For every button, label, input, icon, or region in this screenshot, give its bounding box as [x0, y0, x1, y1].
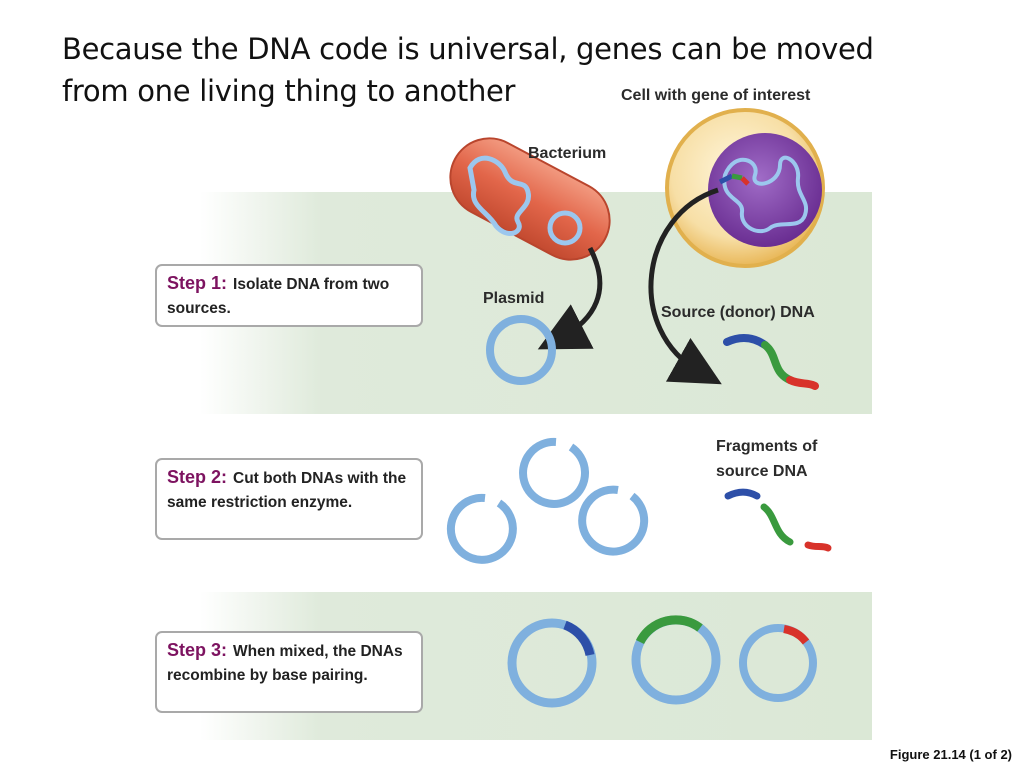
cut-plasmid-1: [519, 437, 589, 508]
plasmid-ring: [486, 315, 556, 385]
step-2-box: Step 2:Cut both DNAs with the same restr…: [155, 458, 423, 540]
figure-caption: Figure 21.14 (1 of 2): [889, 747, 1012, 762]
cell-to-dna-arrow: [648, 187, 722, 385]
slide-title: Because the DNA code is universal, genes…: [62, 28, 902, 112]
fragments-label-line-1: Fragments of: [716, 438, 818, 455]
recombinant-plasmid-red: [739, 624, 817, 702]
donor-cell-icon: [665, 108, 825, 268]
title-line-2: from one living thing to another: [62, 74, 516, 108]
step-3-text: When mixed, the DNAs recombine by base p…: [167, 643, 403, 684]
step-2-text: Cut both DNAs with the same restriction …: [167, 470, 407, 511]
step-1-number: Step 1:: [167, 273, 228, 293]
title-line-1: Because the DNA code is universal, genes…: [62, 32, 874, 66]
fragments-label-line-2: source DNA: [716, 463, 808, 480]
step-3-number: Step 3:: [167, 640, 228, 660]
step-2-number: Step 2:: [167, 467, 228, 487]
source-dna-strand: [723, 334, 819, 390]
plasmid-label: Plasmid: [483, 290, 545, 307]
step-1-text: Isolate DNA from two sources.: [167, 276, 390, 317]
step-1-box: Step 1:Isolate DNA from two sources.: [155, 264, 423, 327]
recombinant-plasmid-green: [631, 615, 721, 705]
cut-plasmid-2: [446, 493, 517, 564]
source-dna-fragments: [724, 488, 832, 552]
bacterium-to-plasmid-arrow: [537, 246, 603, 350]
recombinant-plasmid-blue: [507, 618, 597, 708]
bacterium-label: Bacterium: [528, 145, 607, 162]
bacterium-icon: [449, 137, 611, 261]
step-3-box: Step 3:When mixed, the DNAs recombine by…: [155, 631, 423, 713]
cut-plasmid-3: [578, 485, 649, 556]
source-dna-label: Source (donor) DNA: [661, 304, 815, 321]
fragments-label: Fragments of source DNA: [716, 434, 817, 484]
cell-label: Cell with gene of interest: [621, 87, 811, 104]
